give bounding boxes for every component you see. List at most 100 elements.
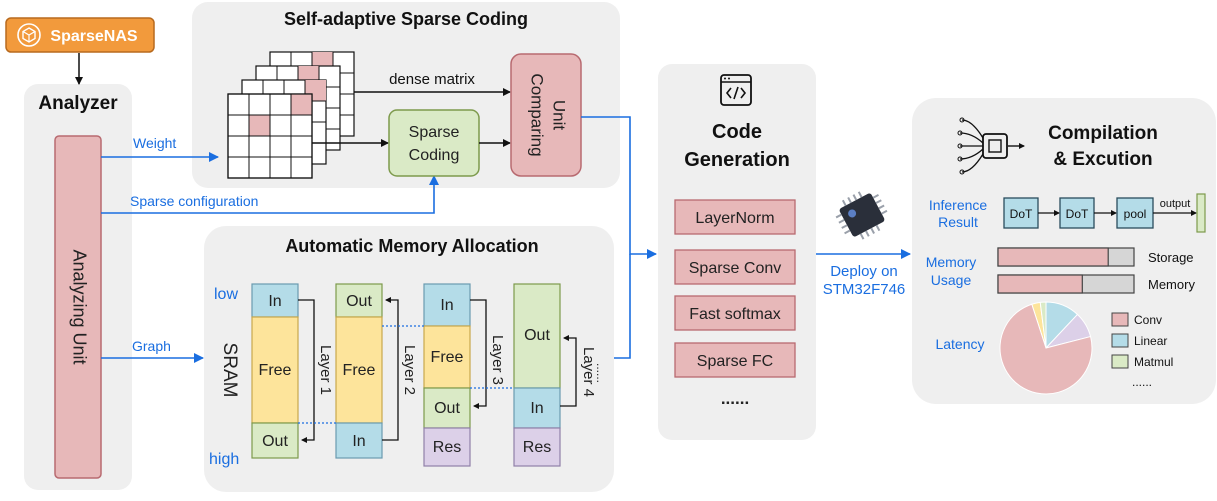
layer4-arrow: [560, 335, 577, 407]
weight-label: Weight: [133, 135, 176, 151]
block-out: [335, 283, 383, 318]
codegen-title-line1: Code: [712, 121, 762, 143]
legend-swatch-conv: [1111, 312, 1129, 327]
layer3-arrow: [470, 299, 487, 409]
analyzing-unit-block[interactable]: [54, 135, 102, 479]
legend-swatch-linear: [1111, 333, 1129, 348]
comparing-unit-block[interactable]: Comparing Unit: [510, 53, 582, 177]
pipeline-block-label: DoT: [1010, 207, 1033, 221]
block-out-label: Out: [524, 327, 550, 344]
block-in-label: In: [440, 297, 453, 314]
memory-bar: Memory: [997, 274, 1195, 294]
layer3-label: Layer 3: [489, 335, 506, 385]
block-free: [335, 316, 383, 424]
memory-usage-line2: Usage: [931, 272, 972, 288]
legend-more: ......: [1132, 375, 1152, 389]
compilation-title-line1: Compilation: [1048, 123, 1158, 144]
memory-bar-label: Memory: [1148, 277, 1195, 292]
processor-icon: [957, 117, 1025, 175]
pipeline-block-label: pool: [1124, 207, 1147, 221]
codegen-item-label: LayerNorm: [695, 210, 774, 227]
block-in: [513, 387, 561, 429]
codegen-title-line2: Generation: [684, 149, 790, 171]
layer2-label: Layer 2: [401, 345, 418, 395]
block-in: [335, 422, 383, 459]
block-res: [423, 427, 471, 467]
sparse-config-link: Sparse configuration: [101, 175, 439, 214]
layer4-label: Layer 4: [580, 347, 597, 397]
block-in-label: In: [352, 433, 365, 450]
layer1-arrow: [298, 299, 315, 443]
analyzing-unit-label: Analyzing Unit: [69, 249, 89, 364]
storage-bar-label: Storage: [1148, 250, 1194, 265]
sparsenas-label: SparseNAS: [50, 28, 137, 45]
sparsenas-badge[interactable]: SparseNAS: [5, 17, 155, 53]
codegen-item[interactable]: LayerNorm: [674, 199, 796, 235]
dense-matrix-label: dense matrix: [389, 71, 475, 88]
sparse-coding-title: Self-adaptive Sparse Coding: [284, 9, 528, 29]
pie-slice-conv: [999, 303, 1093, 395]
deploy-line2: STM32F746: [823, 281, 906, 298]
sparse-coding-line2: Coding: [409, 147, 460, 164]
high-label: high: [209, 451, 239, 468]
memory-to-codegen-link: [614, 254, 631, 359]
block-in: [251, 283, 299, 318]
layer-ellipsis: ......: [594, 363, 608, 383]
weight-link: Weight: [101, 135, 219, 162]
memory-usage-line1: Memory: [926, 254, 977, 270]
sparse-coding-line1: Sparse: [409, 124, 460, 141]
storage-bar: Storage: [997, 247, 1194, 267]
comparing-to-codegen-link: [581, 116, 657, 259]
block-in-label: In: [268, 293, 281, 310]
layer2-arrow: [382, 297, 399, 441]
block-in-label: In: [530, 400, 543, 417]
legend-label-linear: Linear: [1134, 334, 1167, 348]
code-icon: [720, 74, 752, 106]
latency-pie: [999, 301, 1093, 395]
block-out-label: Out: [346, 293, 372, 310]
block-out: [423, 387, 471, 429]
codegen-item-label: Sparse Conv: [689, 260, 782, 277]
legend-swatch-matmul: [1111, 354, 1129, 369]
memory-panel: [204, 226, 614, 492]
block-res: [513, 427, 561, 467]
block-out-label: Out: [434, 400, 460, 417]
block-res-label: Res: [433, 439, 461, 456]
inference-line2: Result: [938, 214, 978, 230]
storage-bar-fill: [997, 247, 1109, 267]
comparing-line1: Comparing: [528, 73, 547, 156]
memory-column-4: Out In Res: [513, 283, 561, 467]
pipeline-block: pool: [1116, 197, 1154, 229]
block-free-label: Free: [343, 362, 376, 379]
compilation-title-line2: & Excution: [1053, 149, 1152, 170]
pipeline-block-label: DoT: [1066, 207, 1089, 221]
codegen-item-label: Sparse FC: [697, 353, 773, 370]
sparse-coding-block[interactable]: Sparse Coding: [388, 109, 480, 177]
block-free: [423, 325, 471, 389]
analyzer-title: Analyzer: [38, 93, 118, 114]
memory-bar-fill: [997, 274, 1083, 294]
cube-icon: [17, 23, 41, 47]
codegen-more: ......: [721, 389, 749, 408]
memory-column-1: In Free Out: [251, 283, 299, 459]
comparing-line2: Unit: [550, 100, 569, 131]
codegen-item[interactable]: Fast softmax: [674, 295, 796, 331]
sram-label: SRAM: [219, 343, 240, 398]
layer1-label: Layer 1: [317, 345, 334, 395]
weight-matrix-stack: [227, 51, 355, 179]
legend-label-matmul: Matmul: [1134, 355, 1173, 369]
low-label: low: [214, 286, 238, 303]
block-out: [251, 422, 299, 459]
inference-line1: Inference: [929, 197, 988, 213]
codegen-item[interactable]: Sparse Conv: [674, 249, 796, 285]
deploy-line1: Deploy on: [830, 263, 898, 280]
block-free-label: Free: [259, 362, 292, 379]
latency-label: Latency: [935, 336, 984, 352]
block-free-label: Free: [431, 349, 464, 366]
output-bar: [1196, 193, 1206, 233]
codegen-item[interactable]: Sparse FC: [674, 342, 796, 378]
block-out: [513, 283, 561, 389]
block-in: [423, 283, 471, 327]
codegen-item-label: Fast softmax: [689, 306, 781, 323]
